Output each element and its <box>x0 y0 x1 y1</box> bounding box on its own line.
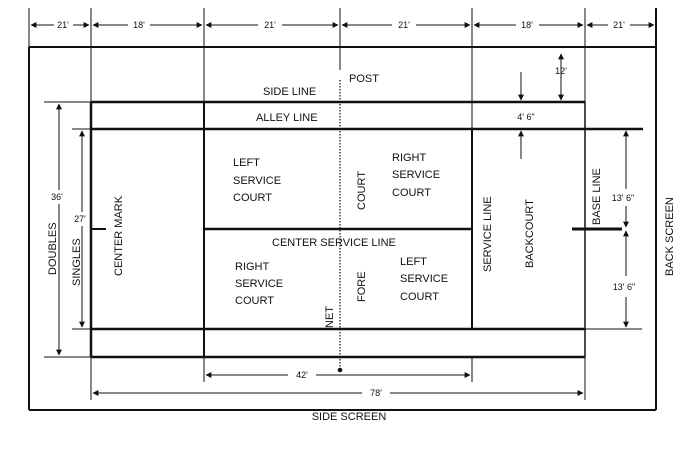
dim-twenty-seven: 27' <box>74 214 86 224</box>
court-label-line: RIGHT <box>235 261 270 273</box>
base-line-label: BASE LINE <box>591 168 603 225</box>
court-label-line: RIGHT <box>392 152 427 164</box>
dim-label: 21' <box>398 20 410 30</box>
court-lines <box>89 80 643 373</box>
net-label: NET <box>324 306 336 328</box>
court-label-line: SERVICE <box>392 169 440 181</box>
court-label-line: COURT <box>392 187 431 199</box>
doubles-label: DOUBLES <box>47 222 59 275</box>
left-service-court-bottom: LEFT SERVICE COURT <box>400 256 448 303</box>
side-screen-label: SIDE SCREEN <box>312 411 387 423</box>
left-dimensions <box>44 101 91 358</box>
right-service-court-top: RIGHT SERVICE COURT <box>392 152 440 199</box>
post-label: POST <box>349 73 379 85</box>
center-service-line-label: CENTER SERVICE LINE <box>272 237 396 249</box>
service-line-label: SERVICE LINE <box>482 196 494 272</box>
right-service-court-bottom: RIGHT SERVICE COURT <box>235 261 283 307</box>
fore-label: FORE <box>356 271 368 302</box>
court-label-line: LEFT <box>400 256 427 268</box>
court-label-line: SERVICE <box>400 273 448 285</box>
left-service-court-top: LEFT SERVICE COURT <box>233 157 281 204</box>
court-vertical-label: COURT <box>356 171 368 210</box>
court-label-line: LEFT <box>233 157 260 169</box>
dim-forty-two: 42' <box>296 370 308 380</box>
center-mark-label: CENTER MARK <box>113 195 125 276</box>
post-dot <box>337 367 343 373</box>
court-label-line: COURT <box>233 192 272 204</box>
back-screen-label: BACK SCREEN <box>664 197 676 276</box>
backcourt-label: BACKCOURT <box>524 199 536 268</box>
dim-label: 18' <box>521 20 533 30</box>
court-label-line: SERVICE <box>235 278 283 290</box>
dim-thirteen-six-bottom: 13' 6" <box>613 282 635 292</box>
court-label-line: COURT <box>235 295 274 307</box>
dim-label: 21' <box>57 20 69 30</box>
dim-thirty-six: 36' <box>51 192 63 202</box>
dim-thirteen-six-top: 13' 6" <box>612 193 634 203</box>
dim-label: 18' <box>133 20 145 30</box>
dim-seventy-eight: 78' <box>370 388 382 398</box>
alley-line-label: ALLEY LINE <box>256 112 318 124</box>
court-label-line: SERVICE <box>233 175 281 187</box>
dim-four-six: 4' 6" <box>517 112 534 122</box>
enclosure <box>28 8 657 411</box>
top-dimension-chain <box>28 8 655 130</box>
singles-label: SINGLES <box>71 238 83 286</box>
right-dimensions <box>518 53 642 330</box>
court-label-line: COURT <box>400 291 439 303</box>
bottom-dimensions <box>90 357 586 400</box>
dim-label: 21' <box>613 20 625 30</box>
dim-label: 21' <box>264 20 276 30</box>
side-line-label: SIDE LINE <box>263 86 316 98</box>
top-dimension-labels: 21' 18' 21' 21' 18' 21' <box>57 20 625 30</box>
dim-twelve: 12' <box>555 66 567 76</box>
